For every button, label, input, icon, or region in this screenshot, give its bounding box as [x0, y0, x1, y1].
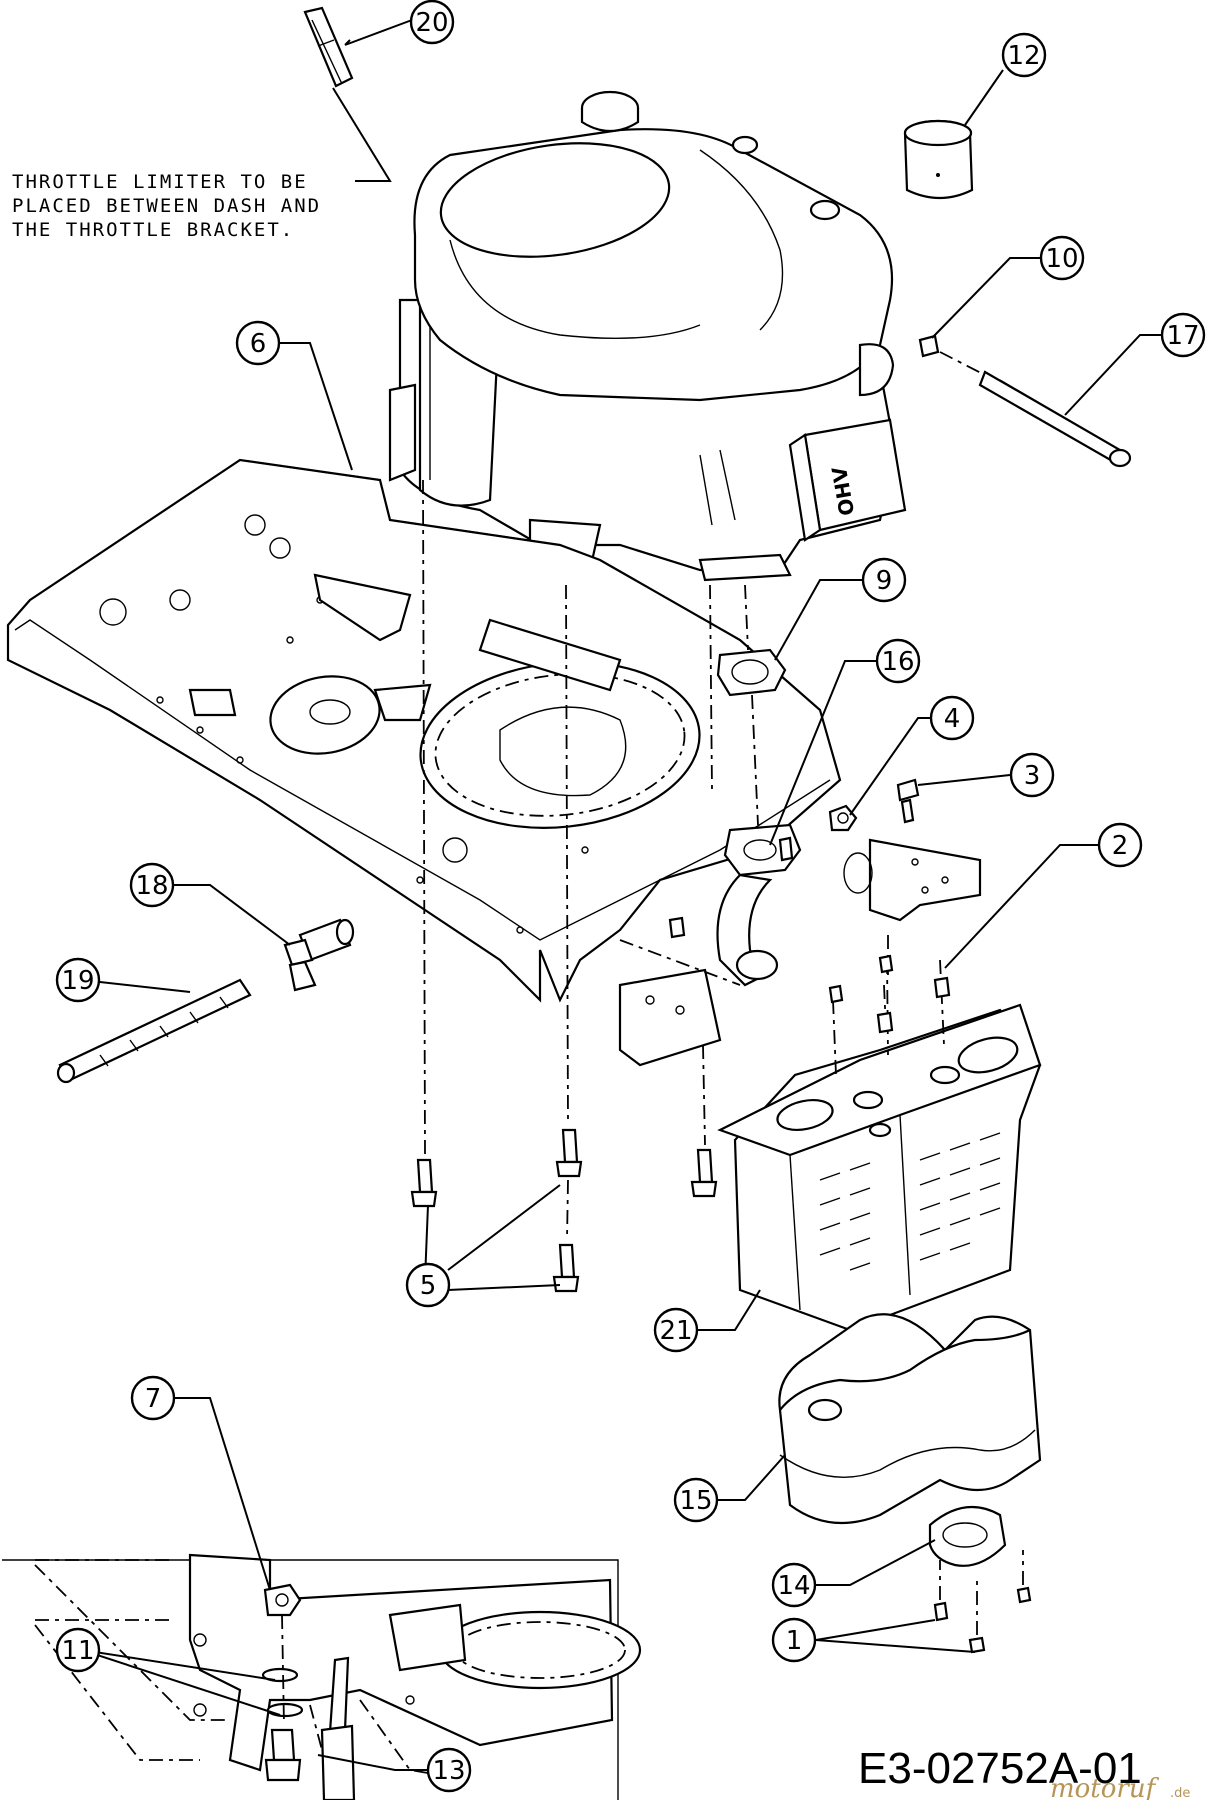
callouts: 20 12 10 17 6 9 16 4 3 2 18 19 5 21 7 15… [55, 0, 1206, 1793]
alignment-lines [422, 479, 945, 1241]
chassis-frame [6, 458, 982, 1067]
part-19-shaft [56, 978, 252, 1084]
callout-1: 1 [771, 1617, 817, 1663]
part-9-gasket [716, 648, 787, 697]
svg-text:21: 21 [659, 1316, 692, 1346]
watermark-logo: motoruf .de [1050, 1774, 1190, 1800]
part-18-fitting [283, 918, 355, 992]
part-3-bolt [896, 778, 920, 824]
callout-5: 5 [405, 1262, 451, 1308]
svg-text:19: 19 [61, 966, 94, 996]
watermark-suffix: .de [1170, 1786, 1190, 1800]
part-12-cap [903, 119, 974, 200]
callout-14: 14 [771, 1562, 817, 1608]
svg-text:5: 5 [420, 1271, 437, 1301]
svg-text:2: 2 [1112, 831, 1129, 861]
svg-text:12: 12 [1007, 41, 1040, 71]
callout-15: 15 [673, 1477, 719, 1523]
callout-10: 10 [1039, 235, 1085, 281]
svg-text:18: 18 [135, 871, 168, 901]
part-15-muffler [778, 1313, 1042, 1525]
note-line-3: THE THROTTLE BRACKET. [12, 219, 294, 241]
callout-12: 12 [1001, 32, 1047, 78]
throttle-note: THROTTLE LIMITER TO BE PLACED BETWEEN DA… [12, 87, 392, 241]
callout-21: 21 [653, 1307, 699, 1353]
svg-text:20: 20 [415, 8, 448, 38]
callout-7: 7 [130, 1375, 176, 1421]
engine-assembly: OHV [388, 90, 907, 582]
svg-text:14: 14 [777, 1571, 810, 1601]
callout-9: 9 [861, 557, 907, 603]
watermark-brand: motoruf [1050, 1774, 1160, 1800]
frame-holes [99, 514, 669, 934]
drawing-code: E3-02752A-01 [858, 1744, 1142, 1793]
part-1-screws [933, 1550, 1032, 1654]
heat-shield-bolts [668, 836, 951, 1034]
part-20-throttle-limiter [303, 6, 354, 88]
callout-2: 2 [1097, 822, 1143, 868]
callout-20: 20 [409, 0, 455, 45]
svg-text:1: 1 [786, 1626, 803, 1656]
svg-text:7: 7 [145, 1384, 162, 1414]
svg-text:10: 10 [1045, 244, 1078, 274]
svg-text:6: 6 [250, 329, 267, 359]
callout-17: 17 [1160, 312, 1206, 358]
heat-shield-louvres [819, 1132, 1001, 1271]
svg-text:3: 3 [1024, 761, 1041, 791]
svg-text:17: 17 [1166, 321, 1199, 351]
part-4-nut [828, 804, 858, 832]
part-14-deflector [928, 1505, 1007, 1567]
callout-4: 4 [929, 695, 975, 741]
note-line-1: THROTTLE LIMITER TO BE [12, 171, 308, 193]
detail-inset [2, 1553, 642, 1800]
callout-11: 11 [55, 1627, 101, 1673]
callout-19: 19 [55, 957, 101, 1003]
callout-16: 16 [875, 638, 921, 684]
note-line-2: PLACED BETWEEN DASH AND [12, 195, 321, 217]
svg-text:4: 4 [944, 704, 961, 734]
part-16-exhaust-pipe [716, 823, 802, 987]
svg-text:16: 16 [881, 647, 914, 677]
callout-6: 6 [235, 320, 281, 366]
part-10-17-shaft [918, 334, 1132, 468]
svg-text:13: 13 [432, 1756, 465, 1786]
svg-text:9: 9 [876, 566, 893, 596]
callout-13: 13 [426, 1747, 472, 1793]
part-5-bolts [410, 1128, 718, 1293]
callout-3: 3 [1009, 752, 1055, 798]
callout-18: 18 [129, 862, 175, 908]
svg-text:11: 11 [61, 1636, 94, 1666]
part-21-heat-shield [717, 1003, 1042, 1332]
svg-text:15: 15 [679, 1486, 712, 1516]
